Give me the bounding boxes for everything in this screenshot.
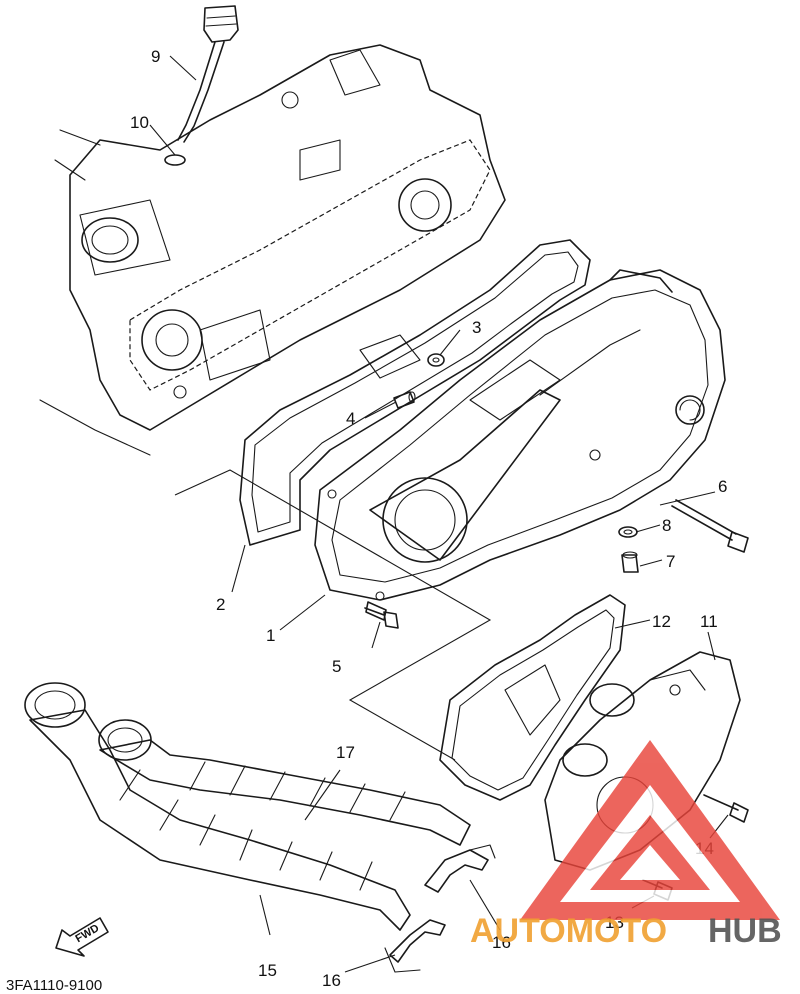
crankcase-cover-part (314, 269, 726, 601)
callout-15: 15 (258, 961, 277, 980)
bolt-part-14 (703, 794, 749, 823)
callout-1: 1 (266, 626, 275, 645)
callout-8: 8 (662, 516, 671, 535)
clamp-part-16b (384, 919, 446, 973)
automotohub-logo (520, 740, 780, 920)
fwd-arrow-icon (55, 917, 109, 957)
callout-12: 12 (652, 612, 671, 631)
callout-2: 2 (216, 595, 225, 614)
dipstick-part (177, 5, 239, 143)
fwd-label: FWD (74, 922, 102, 945)
gasket-part (239, 239, 591, 546)
o-ring-part (164, 154, 186, 166)
leader-lines (149, 55, 729, 973)
dowel-pin-part-4 (393, 391, 416, 409)
callout-16a: 16 (492, 933, 511, 952)
gasket-part-12 (439, 594, 626, 801)
crankcase-drawing (39, 44, 506, 456)
bolt-part-7 (621, 551, 639, 573)
air-duct-part-17 (98, 719, 471, 846)
callout-3: 3 (472, 318, 481, 337)
bolt-part-5 (364, 601, 399, 629)
callout-17: 17 (336, 743, 355, 762)
callout-10: 10 (130, 113, 149, 132)
watermark-text-automoto: AUTOMOTO (470, 912, 667, 950)
callout-7: 7 (666, 552, 675, 571)
part-code: 3FA1110-9100 (6, 977, 102, 994)
callout-11: 11 (700, 612, 718, 631)
bolt-part-6 (671, 499, 749, 553)
washer-part-8 (618, 526, 638, 538)
clamp-part-16a (424, 844, 496, 893)
callout-4: 4 (346, 409, 355, 428)
callout-5: 5 (332, 657, 341, 676)
callout-9: 9 (151, 47, 160, 66)
callout-16b: 16 (322, 971, 341, 990)
washer-part-3 (427, 353, 445, 367)
air-duct-part-15 (24, 682, 411, 931)
callout-6: 6 (718, 477, 727, 496)
watermark-text-hub: HUB (708, 912, 782, 950)
